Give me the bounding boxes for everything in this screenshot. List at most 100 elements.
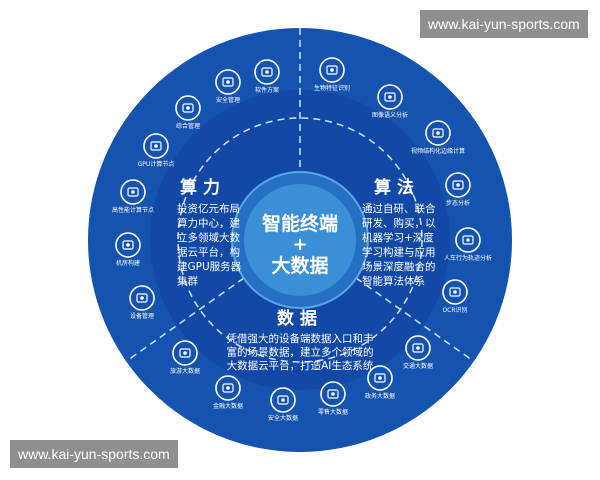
icon-glyph bbox=[127, 187, 139, 197]
icon-label: 金融大数据 bbox=[213, 402, 243, 410]
section-line: 机器学习+深度 bbox=[362, 231, 434, 244]
icon-item: 软件方案 bbox=[254, 59, 280, 94]
icon-dot bbox=[226, 386, 230, 390]
section-line: 学习构建与应用 bbox=[362, 246, 436, 259]
icon-label: 步态分析 bbox=[446, 199, 470, 207]
icon-glyph bbox=[412, 343, 424, 353]
algorithm-body: 通过自研、联合研发、购买，以机器学习+深度学习构建与应用场景深度融合的智能算法体… bbox=[362, 202, 436, 288]
icon-label: 交通大数据 bbox=[403, 362, 433, 370]
icon-item: 高性能计算节点 bbox=[112, 179, 154, 214]
icon-glyph bbox=[122, 240, 134, 250]
icon-dot bbox=[154, 144, 158, 148]
icon-glyph bbox=[179, 348, 191, 358]
icon-glyph bbox=[452, 180, 464, 190]
dashed-ring bbox=[177, 117, 423, 363]
icon-item: OCR识别 bbox=[442, 279, 468, 314]
icon-dot bbox=[140, 296, 144, 300]
icon-dot bbox=[456, 183, 460, 187]
icon-label: 安全管理 bbox=[216, 96, 240, 104]
section-line: 建GPU服务器 bbox=[177, 260, 242, 273]
compute-title: 算力 bbox=[179, 177, 226, 198]
section-line: 投资亿元布局 bbox=[177, 202, 240, 215]
icon-label: 安全大数据 bbox=[268, 414, 298, 422]
icon-item: 金融大数据 bbox=[213, 375, 243, 410]
icon-label: 高性能计算节点 bbox=[112, 206, 154, 214]
icon-glyph bbox=[449, 287, 461, 297]
icon-glyph bbox=[150, 141, 162, 151]
icon-dot bbox=[466, 238, 470, 242]
icon-glyph bbox=[326, 65, 338, 75]
icon-item: 旅游大数据 bbox=[170, 340, 200, 375]
icon-item: GPU计算节点 bbox=[138, 133, 175, 168]
icon-label: 政务大数据 bbox=[365, 392, 395, 400]
icon-dot bbox=[436, 131, 440, 135]
icon-dot bbox=[226, 80, 230, 84]
icon-item: 综合管理 bbox=[175, 95, 201, 130]
icon-label: GPU计算节点 bbox=[138, 160, 175, 168]
icon-dot bbox=[331, 392, 335, 396]
icon-label: 人车行为轨迹分析 bbox=[444, 254, 492, 262]
algorithm-title: 算法 bbox=[373, 177, 420, 198]
icon-glyph bbox=[462, 235, 474, 245]
icon-dot bbox=[453, 290, 457, 294]
icon-item: 设备管理 bbox=[129, 285, 155, 320]
icon-dot bbox=[378, 376, 382, 380]
section-line: 智能算法体系 bbox=[362, 275, 425, 288]
icon-glyph bbox=[374, 373, 386, 383]
icon-item: 零售大数据 bbox=[318, 381, 348, 416]
icon-label: 设备管理 bbox=[130, 312, 154, 320]
section-line: 立多领域大数 bbox=[177, 231, 240, 244]
icon-glyph bbox=[432, 128, 444, 138]
icon-label: OCR识别 bbox=[442, 306, 467, 314]
icon-dot bbox=[330, 68, 334, 72]
icon-label: 生物特征识别 bbox=[314, 84, 350, 92]
center-disc bbox=[244, 184, 356, 296]
icon-item: 步态分析 bbox=[445, 172, 471, 207]
icon-label: 综合管理 bbox=[176, 122, 200, 130]
center-line3: 大数据 bbox=[271, 254, 328, 277]
watermark-bottom: www.kai-yun-sports.com bbox=[10, 440, 178, 468]
icon-glyph bbox=[182, 103, 194, 113]
icon-item: 机房构建 bbox=[115, 232, 141, 267]
section-line: 研发、购买，以 bbox=[362, 217, 436, 230]
icon-label: 机房构建 bbox=[116, 259, 140, 267]
center-line1: 智能终端 bbox=[262, 212, 338, 235]
icon-label: 软件方案 bbox=[255, 86, 279, 94]
icon-dot bbox=[388, 95, 392, 99]
icon-dot bbox=[126, 243, 130, 247]
icon-item: 交通大数据 bbox=[403, 335, 433, 370]
section-line: 凭借强大的设备端数据入口和丰 bbox=[227, 332, 374, 345]
section-line: 大数据云平台，打造AI生态系统 bbox=[227, 359, 374, 372]
section-line: 富的场景数据，建立多个领域的 bbox=[227, 346, 374, 359]
icon-item: 人车行为轨迹分析 bbox=[444, 227, 492, 262]
icon-glyph bbox=[384, 92, 396, 102]
icon-item: 视频结构化边缘计算 bbox=[411, 120, 465, 155]
icon-item: 安全管理 bbox=[215, 69, 241, 104]
icon-dot bbox=[183, 351, 187, 355]
section-line: 场景深度融合的 bbox=[362, 260, 436, 273]
section-line: 算力中心，建 bbox=[177, 217, 240, 230]
icon-label: 图像语义分析 bbox=[372, 111, 408, 119]
icon-label: 视频结构化边缘计算 bbox=[411, 147, 465, 155]
section-line: 通过自研、联合 bbox=[362, 202, 436, 215]
icon-item: 图像语义分析 bbox=[372, 84, 408, 119]
icon-dot bbox=[265, 70, 269, 74]
icon-glyph bbox=[277, 395, 289, 405]
center-line2: + bbox=[292, 234, 307, 255]
watermark-top: www.kai-yun-sports.com bbox=[420, 10, 588, 38]
icon-item: 生物特征识别 bbox=[314, 57, 350, 92]
icon-item: 政务大数据 bbox=[365, 365, 395, 400]
data-title: 数据 bbox=[277, 308, 323, 329]
section-line: 集群 bbox=[177, 275, 198, 288]
icon-glyph bbox=[222, 77, 234, 87]
data-body: 凭借强大的设备端数据入口和丰富的场景数据，建立多个领域的大数据云平台，打造AI生… bbox=[227, 332, 374, 372]
icon-dot bbox=[131, 190, 135, 194]
icon-item: 安全大数据 bbox=[268, 387, 298, 422]
icon-dot bbox=[186, 106, 190, 110]
icon-label: 零售大数据 bbox=[318, 408, 348, 416]
section-line: 据云平台，构 bbox=[177, 246, 240, 259]
icon-glyph bbox=[222, 383, 234, 393]
